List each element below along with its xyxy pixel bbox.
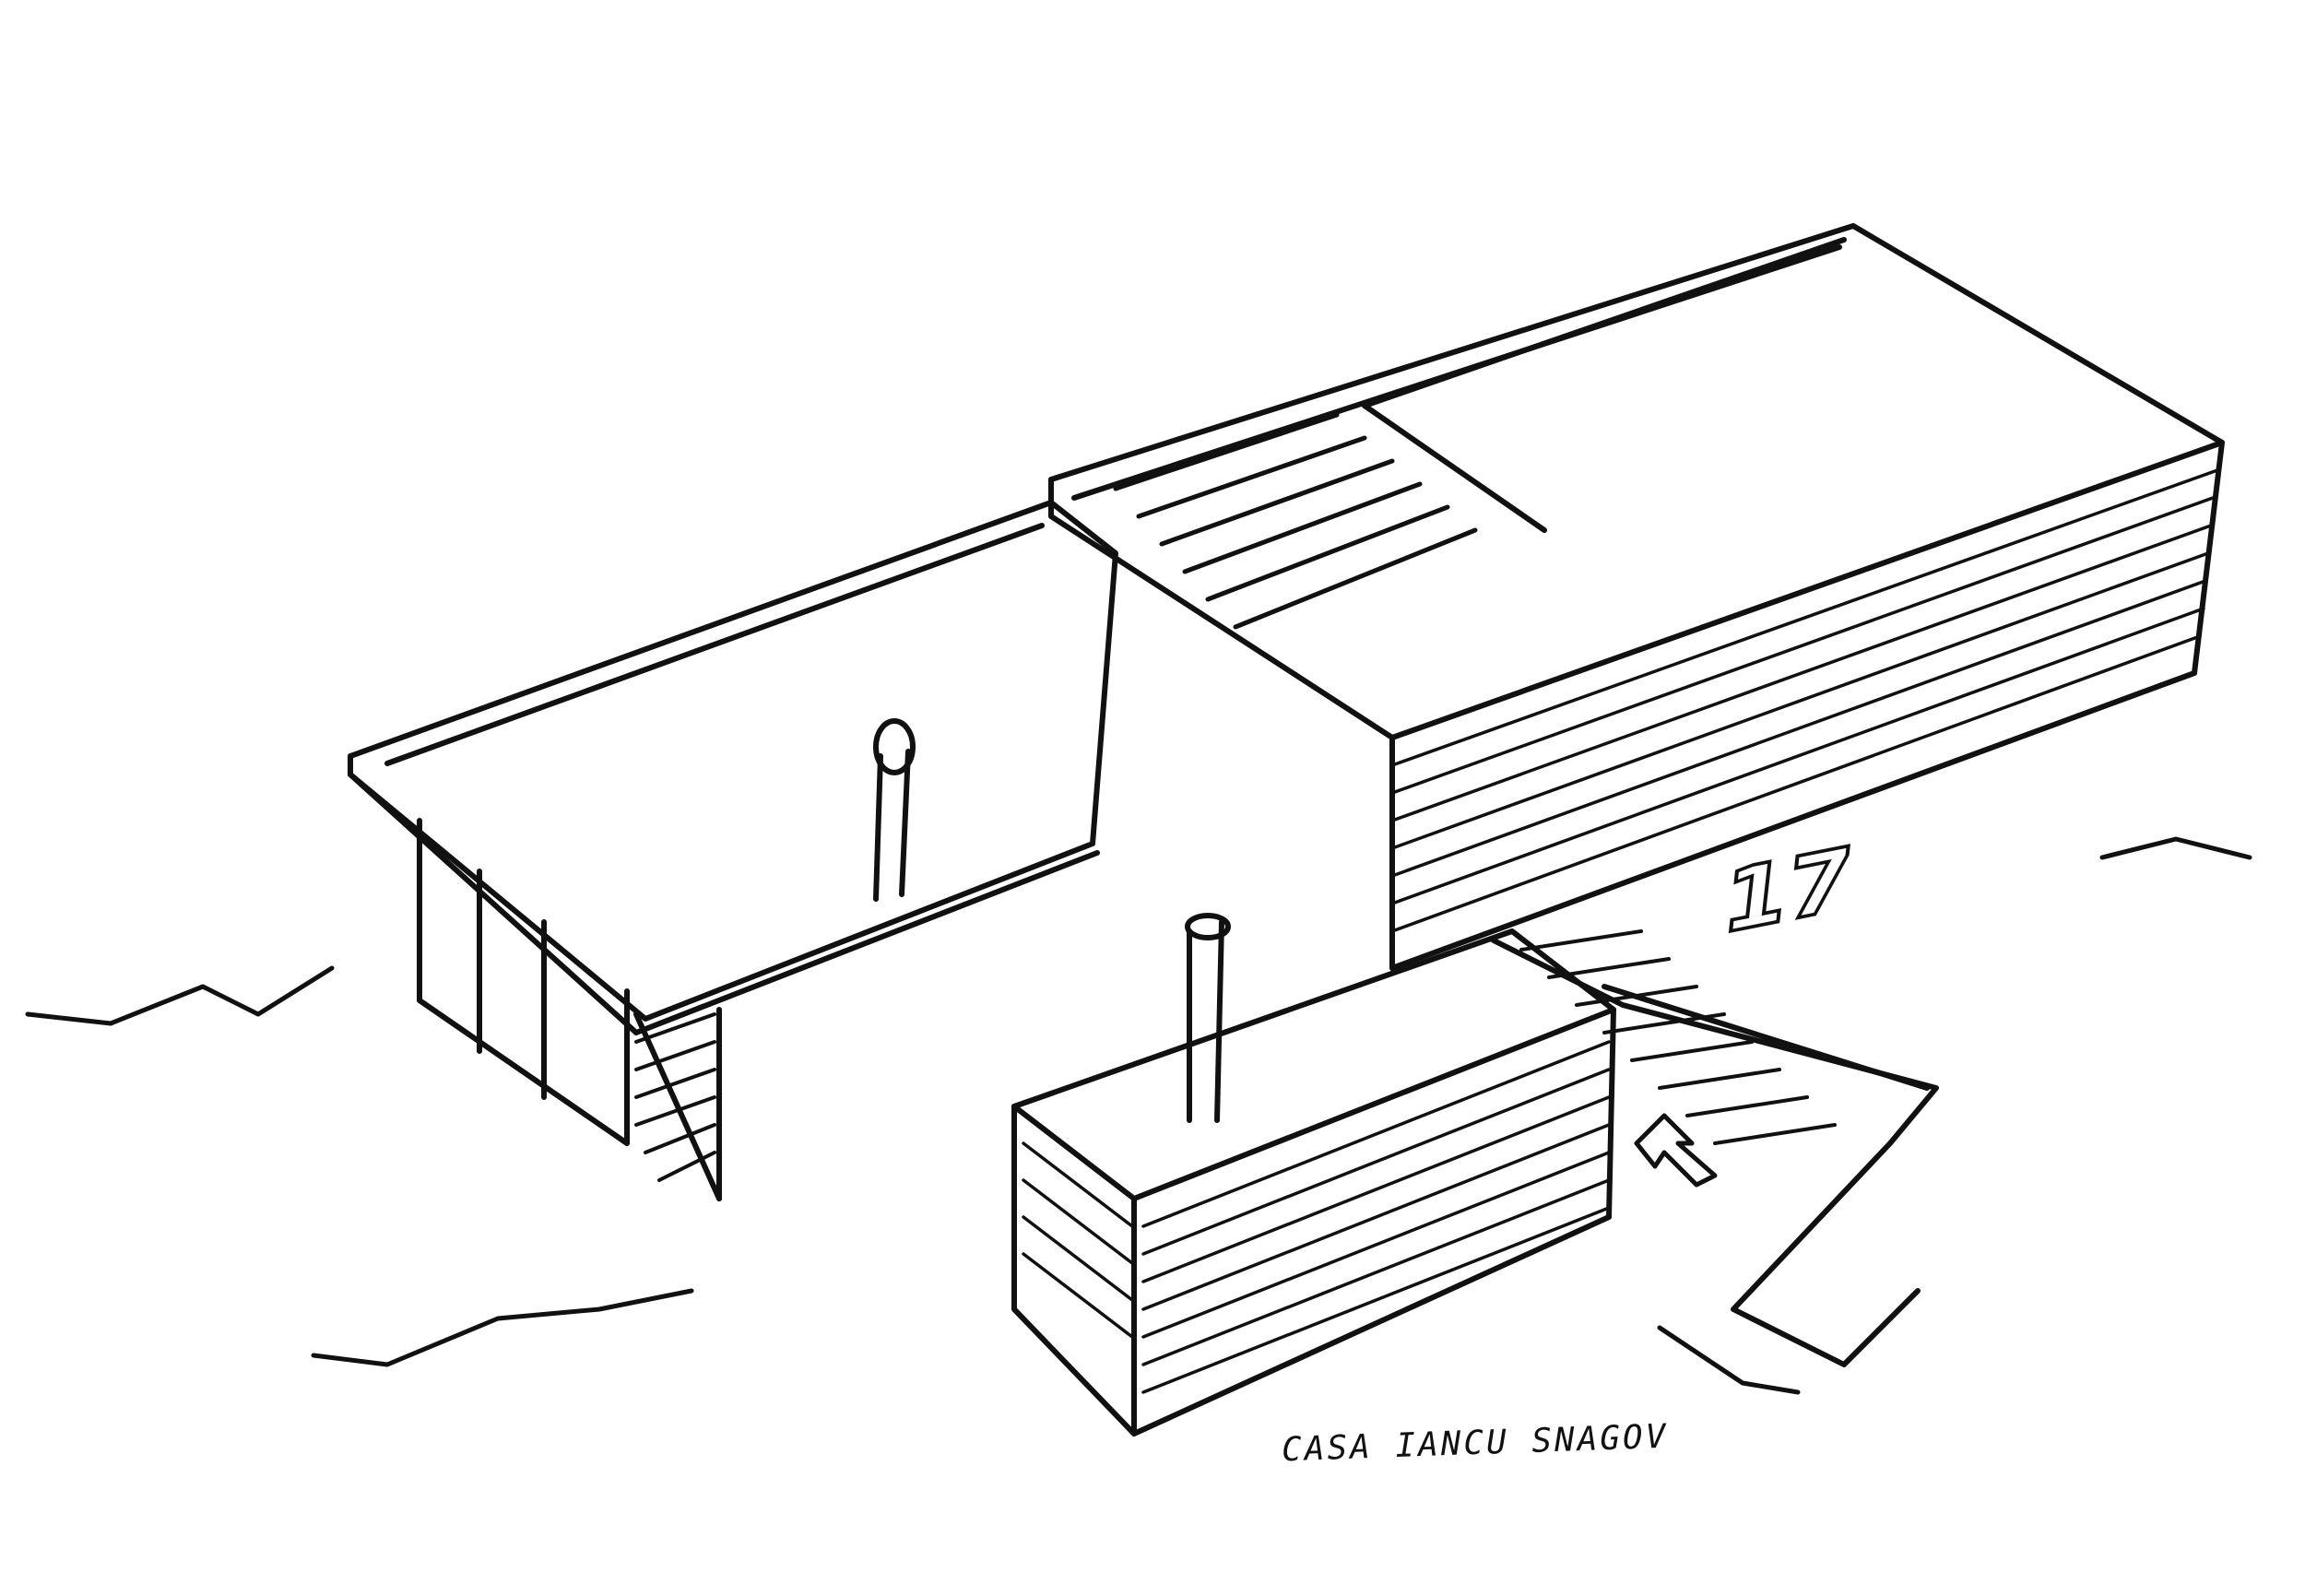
entrance-arrow-icon [1634, 1113, 1718, 1188]
stair-treads [1519, 929, 1837, 1145]
upper-roof [1048, 223, 2225, 740]
front-volume [1011, 928, 1616, 1436]
stair [1491, 938, 1939, 1367]
left-roof [348, 500, 1118, 1035]
sketch-ink [25, 223, 2252, 1436]
chimneys [873, 718, 1231, 1123]
upper-facade-siding [1390, 468, 2219, 933]
skylight-slats [1113, 412, 1478, 630]
left-walls [417, 818, 722, 1201]
left-facade-hatch [634, 1012, 716, 1182]
ground-lines [25, 836, 2252, 1395]
front-volume-siding [1022, 1040, 1611, 1394]
